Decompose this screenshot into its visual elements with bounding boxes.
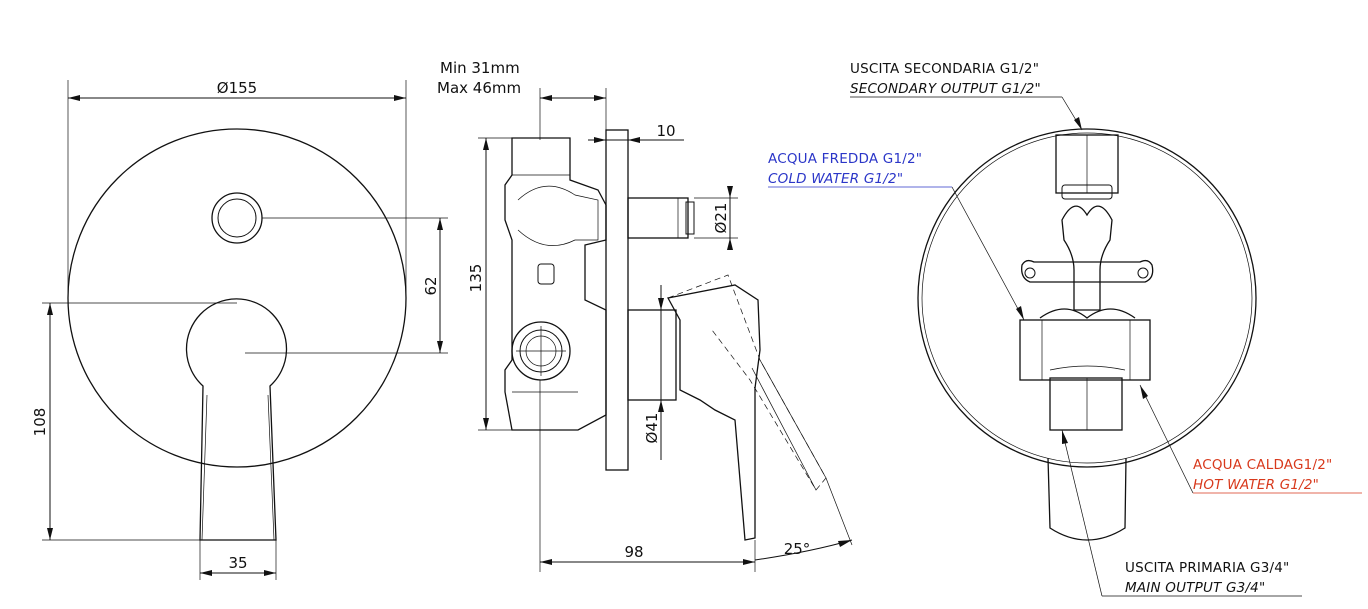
label-cold-en: COLD WATER G1/2": [768, 171, 903, 187]
back-cover-plate: [917, 128, 1257, 468]
back-view: USCITA SECONDARIA G1/2" SECONDARY OUTPUT…: [768, 61, 1362, 597]
dim-108: 108: [31, 408, 49, 437]
label-hot-it: ACQUA CALDAG1/2": [1193, 457, 1332, 473]
lever-side: [667, 284, 761, 541]
diverter-stem: [627, 197, 689, 239]
label-hot-en: HOT WATER G1/2": [1193, 477, 1319, 493]
side-view: Min 31mm Max 46mm 10 Ø21 135 Ø41 98: [437, 59, 853, 572]
dim-62: 62: [422, 276, 440, 295]
diverter-knob: [211, 192, 263, 244]
lever-handle-edge: [201, 394, 275, 541]
cover-plate: [67, 128, 407, 468]
valve-body: [504, 137, 607, 431]
dim-98: 98: [624, 543, 643, 561]
cartridge-outlet: [511, 321, 571, 381]
dim-diameter-41: Ø41: [643, 413, 661, 444]
label-cold-it: ACQUA FREDDA G1/2": [768, 151, 922, 167]
label-secondary-en: SECONDARY OUTPUT G1/2": [850, 81, 1041, 97]
wall-plate: [605, 129, 629, 471]
dim-135: 135: [467, 264, 485, 293]
dim-depth-max: Max 46mm: [437, 79, 521, 97]
dim-diameter-21: Ø21: [712, 203, 730, 234]
dim-depth-min: Min 31mm: [440, 59, 520, 77]
dim-10: 10: [656, 122, 675, 140]
lever-handle: [185, 298, 288, 541]
label-main-it: USCITA PRIMARIA G3/4": [1125, 560, 1289, 576]
label-main-en: MAIN OUTPUT G3/4": [1125, 580, 1265, 596]
dim-35: 35: [228, 554, 247, 572]
front-view: Ø155 62 108 35: [31, 79, 448, 580]
label-secondary-it: USCITA SECONDARIA G1/2": [850, 61, 1039, 77]
diverter-knob-inner: [217, 198, 257, 238]
dim-diameter-155: Ø155: [217, 79, 257, 97]
lever-rotated: [667, 274, 827, 491]
dim-angle-25: 25°: [784, 540, 811, 558]
